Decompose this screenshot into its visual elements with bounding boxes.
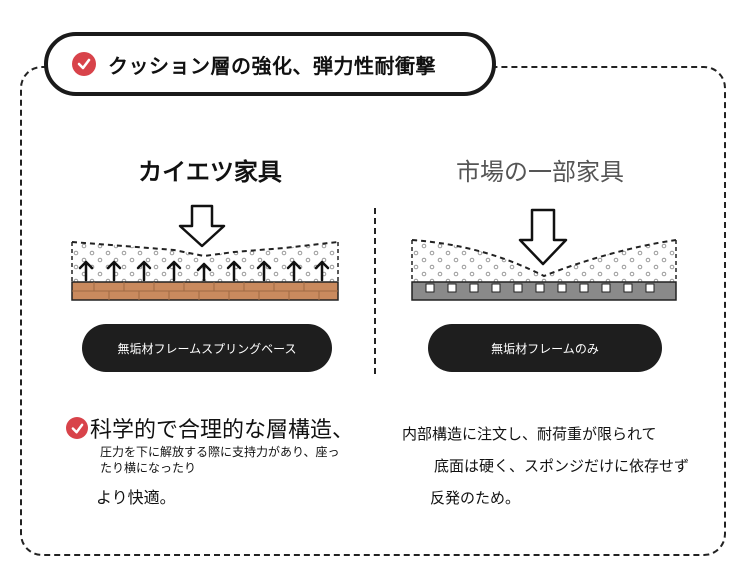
left-description: 科学的で合理的な層構造、 圧力を下に解放する際に支持力があり、座っ たり横になっ… (66, 412, 366, 508)
cushion-surface-line (411, 239, 677, 278)
left-headline-text: 科学的で合理的な層構造、 (90, 418, 355, 443)
left-foot-text: より快適。 (96, 488, 176, 507)
right-description: 内部構造に注文し、耐荷重が限られて 底面は硬く、スポンジだけに依存せず 反発のた… (402, 418, 702, 514)
check-circle-icon (72, 52, 96, 76)
right-cushion-diagram (411, 208, 677, 301)
right-line-2: 底面は硬く、スポンジだけに依存せず (434, 457, 690, 475)
right-line-1: 内部構造に注文し、耐荷重が限られて (402, 425, 657, 443)
down-arrow-icon (518, 208, 568, 266)
right-base-label: 無垢材フレームのみ (428, 324, 662, 372)
up-arrow-icon (78, 260, 330, 282)
left-sub-line-2: たり横になったり (100, 461, 197, 475)
page-title: クッション層の強化、弾力性耐衝撃 (108, 53, 436, 78)
grey-base (411, 281, 677, 301)
left-column-title: カイエツ家具 (138, 158, 282, 186)
wooden-base (71, 281, 339, 301)
left-cushion-diagram (71, 204, 339, 301)
left-headline: 科学的で合理的な層構造、 (66, 412, 366, 444)
title-pill: クッション層の強化、弾力性耐衝撃 (44, 32, 496, 96)
left-sub-line-1: 圧力を下に解放する際に支持力があり、座っ (100, 445, 340, 459)
right-line-3: 反発のため。 (430, 489, 521, 507)
right-column-title: 市場の一部家具 (456, 158, 624, 186)
check-circle-icon (66, 417, 88, 439)
left-base-label: 無垢材フレームスプリングベース (82, 324, 332, 372)
column-divider (374, 208, 376, 374)
down-arrow-icon (178, 204, 226, 248)
